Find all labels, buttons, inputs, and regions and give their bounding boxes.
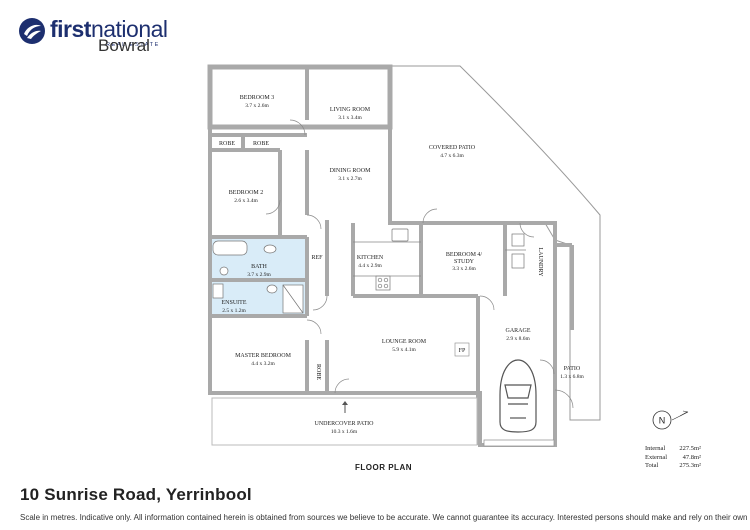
room-fireplace: FP [459,348,466,354]
room-lounge: LOUNGE ROOM [382,339,427,345]
property-address: 10 Sunrise Road, Yerrinbool [20,485,252,504]
room-garage-dims: 2.9 x 8.6m [506,336,530,342]
room-covered-patio-dims: 4.7 x 6.3m [440,153,464,159]
room-bedroom-4-line2: STUDY [454,259,475,265]
plan-title: FLOOR PLAN [355,463,412,472]
room-master-bedroom-dims: 4.4 x 3.2m [251,361,275,367]
room-bedroom-4-dims: 3.3 x 2.6m [452,266,476,272]
room-undercover-patio-dims: 10.3 x 1.6m [331,429,358,435]
compass-label: N [659,416,666,426]
room-kitchen-dims: 4.4 x 2.9m [358,263,382,269]
room-master-bedroom: MASTER BEDROOM [235,353,292,359]
room-dining: DINING ROOM [330,168,371,174]
office-name: Bowral [98,36,150,55]
room-ensuite: ENSUITE [222,300,247,306]
globe-swoosh-icon [19,18,45,44]
room-living: LIVING ROOM [330,107,371,113]
room-bedroom-3: BEDROOM 3 [240,95,275,101]
car-icon [499,359,537,433]
room-bedroom-4: BEDROOM 4/ [446,252,483,258]
floor-plan: BEDROOM 3 3.7 x 2.6m ROBE ROBE BEDROOM 2… [207,64,601,447]
room-covered-patio: COVERED PATIO [429,145,476,151]
north-compass-icon: N [652,410,689,430]
room-dining-dims: 3.1 x 2.7m [338,176,362,182]
room-robe-1: ROBE [219,141,235,147]
brand-tagline: REAL ESTATE [106,42,160,48]
room-robe-2: ROBE [253,141,269,147]
room-lounge-dims: 5.9 x 4.1m [392,347,416,353]
room-bath: BATH [251,264,267,270]
brand-name: firstnational [50,16,168,42]
room-bedroom-2: BEDROOM 2 [229,190,264,196]
room-undercover-patio: UNDERCOVER PATIO [315,421,375,427]
room-bedroom-3-dims: 3.7 x 2.6m [245,103,269,109]
room-laundry: LAUNDRY [537,247,543,277]
room-living-dims: 3.1 x 3.4m [338,115,362,121]
room-bedroom-2-dims: 2.6 x 3.4m [234,198,258,204]
room-robe-3: ROBE [315,364,321,380]
room-ensuite-dims: 2.5 x 1.2m [222,308,246,314]
room-patio-dims: 1.3 x 6.8m [560,374,584,380]
disclaimer-text: Scale in metres. Indicative only. All in… [20,513,750,522]
room-kitchen: KITCHEN [357,255,384,261]
room-patio: PATIO [564,366,581,372]
brand-logo: firstnational REAL ESTATE [18,14,178,64]
room-bath-dims: 3.7 x 2.9m [247,272,271,278]
room-ref: REF [311,255,323,261]
room-garage: GARAGE [506,328,531,334]
